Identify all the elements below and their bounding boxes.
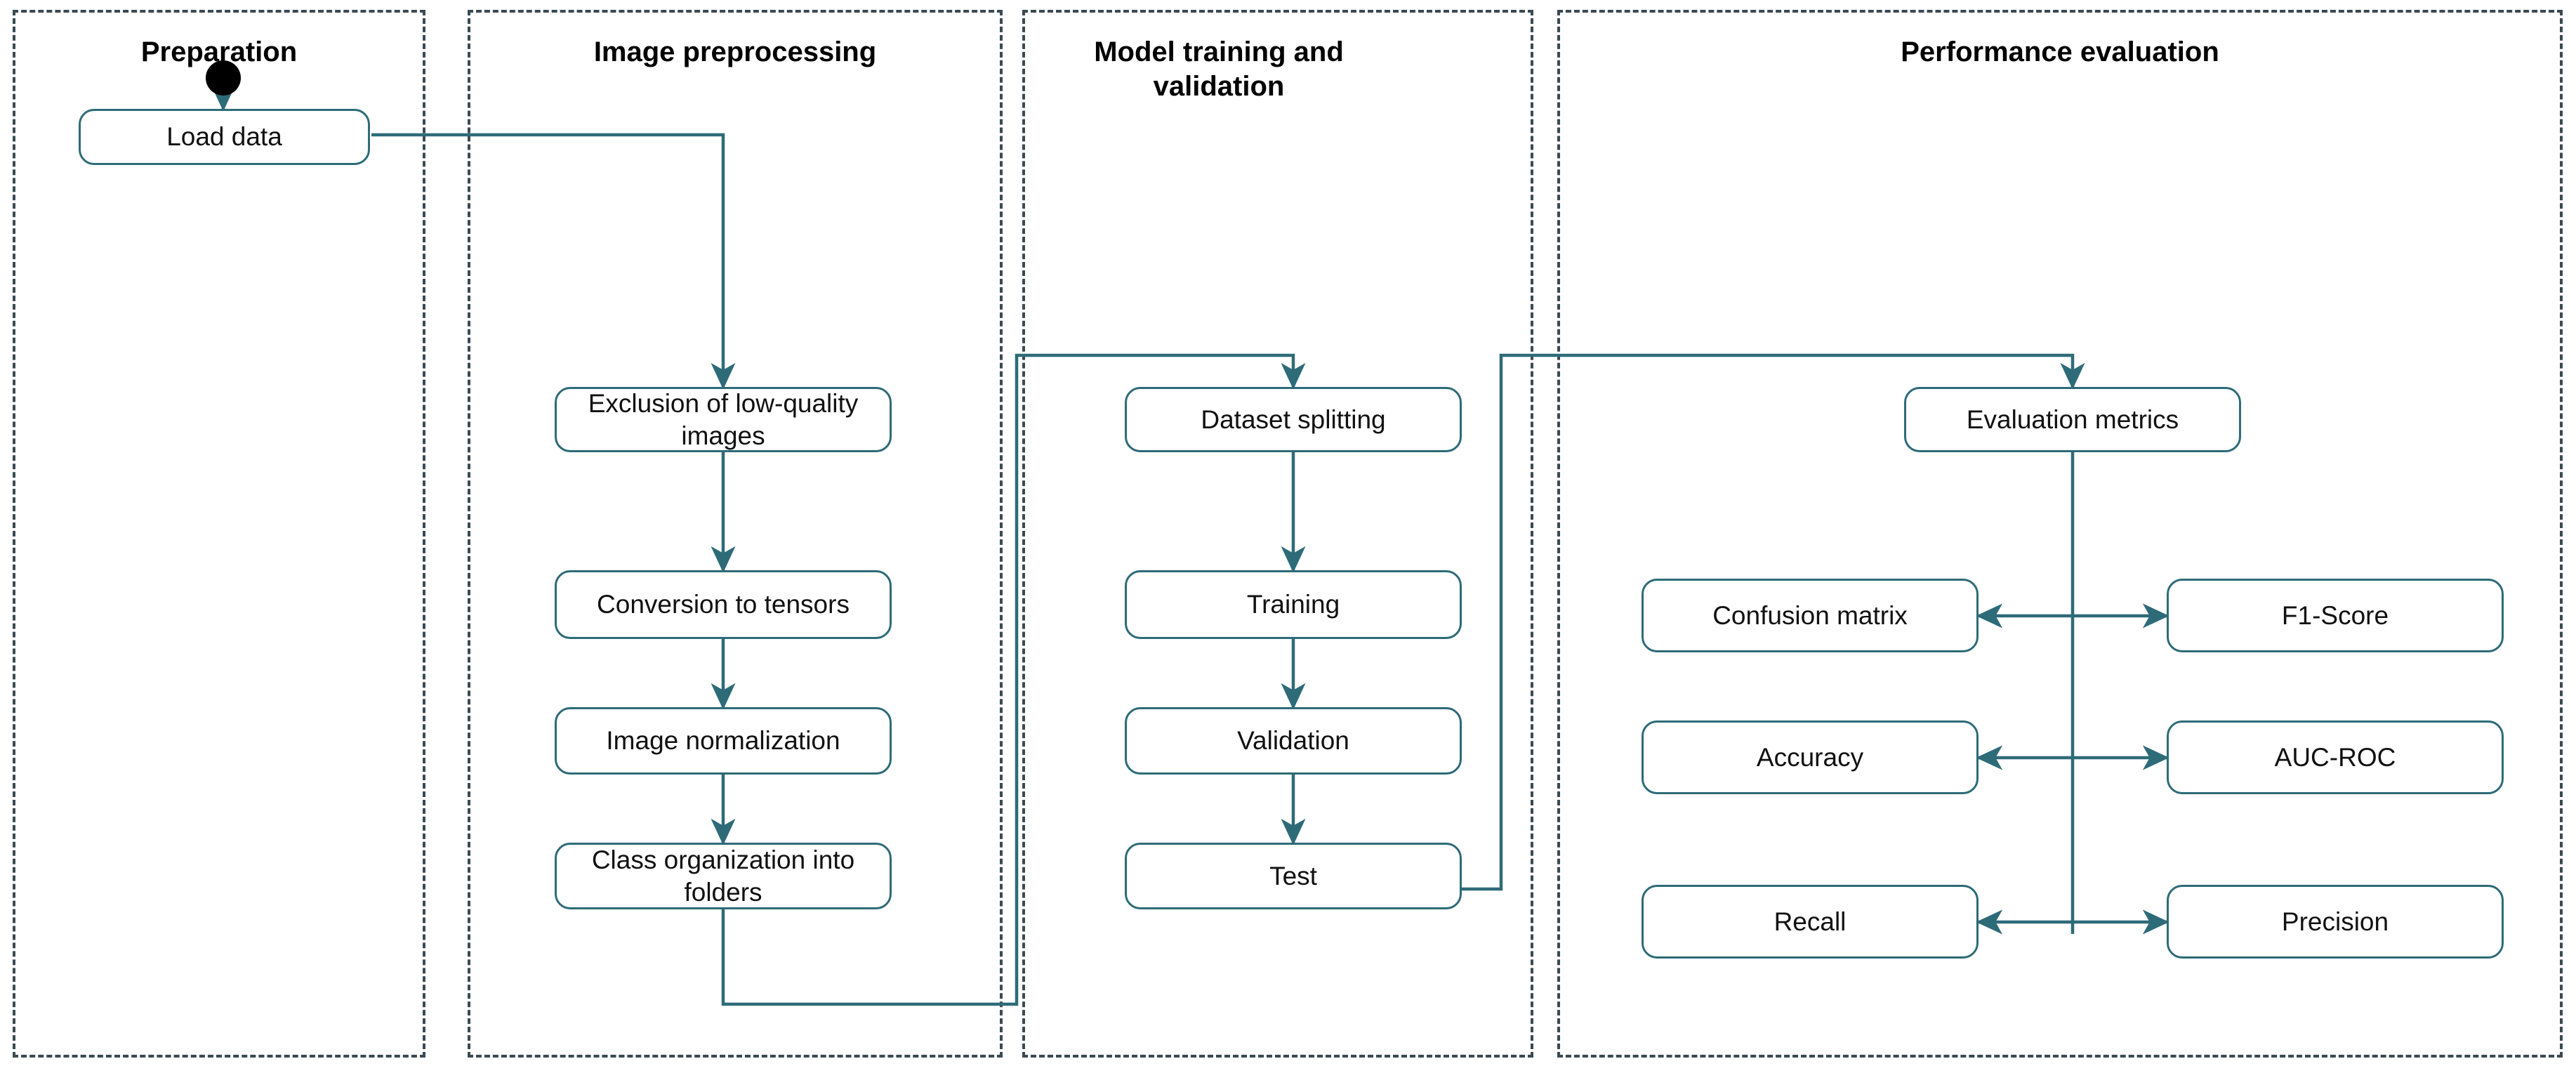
node-auc-roc[interactable]: AUC-ROC: [2167, 720, 2504, 794]
node-validation[interactable]: Validation: [1125, 707, 1462, 775]
node-load-data[interactable]: Load data: [79, 109, 370, 165]
swimlane-preparation: [13, 10, 425, 1058]
lane-title-image-preprocessing: Image preprocessing: [593, 37, 877, 67]
node-precision[interactable]: Precision: [2167, 885, 2504, 959]
node-exclusion-low-quality-images[interactable]: Exclusion of low-quality images: [555, 387, 892, 452]
node-image-normalization[interactable]: Image normalization: [555, 707, 892, 775]
node-training[interactable]: Training: [1125, 570, 1462, 639]
start-node-icon: [206, 60, 241, 96]
lane-title-model-training: Model training and validation: [1094, 37, 1344, 102]
node-confusion-matrix[interactable]: Confusion matrix: [1642, 579, 1979, 652]
node-f1-score[interactable]: F1-Score: [2167, 579, 2504, 652]
node-conversion-to-tensors[interactable]: Conversion to tensors: [555, 570, 892, 639]
lane-title-performance-evaluation: Performance evaluation: [1901, 37, 2219, 67]
node-dataset-splitting[interactable]: Dataset splitting: [1125, 387, 1462, 452]
node-class-organization-into-folders[interactable]: Class organization into folders: [555, 843, 892, 909]
node-accuracy[interactable]: Accuracy: [1642, 720, 1979, 794]
node-test[interactable]: Test: [1125, 843, 1462, 909]
node-evaluation-metrics[interactable]: Evaluation metrics: [1904, 387, 2241, 452]
node-recall[interactable]: Recall: [1642, 885, 1979, 959]
